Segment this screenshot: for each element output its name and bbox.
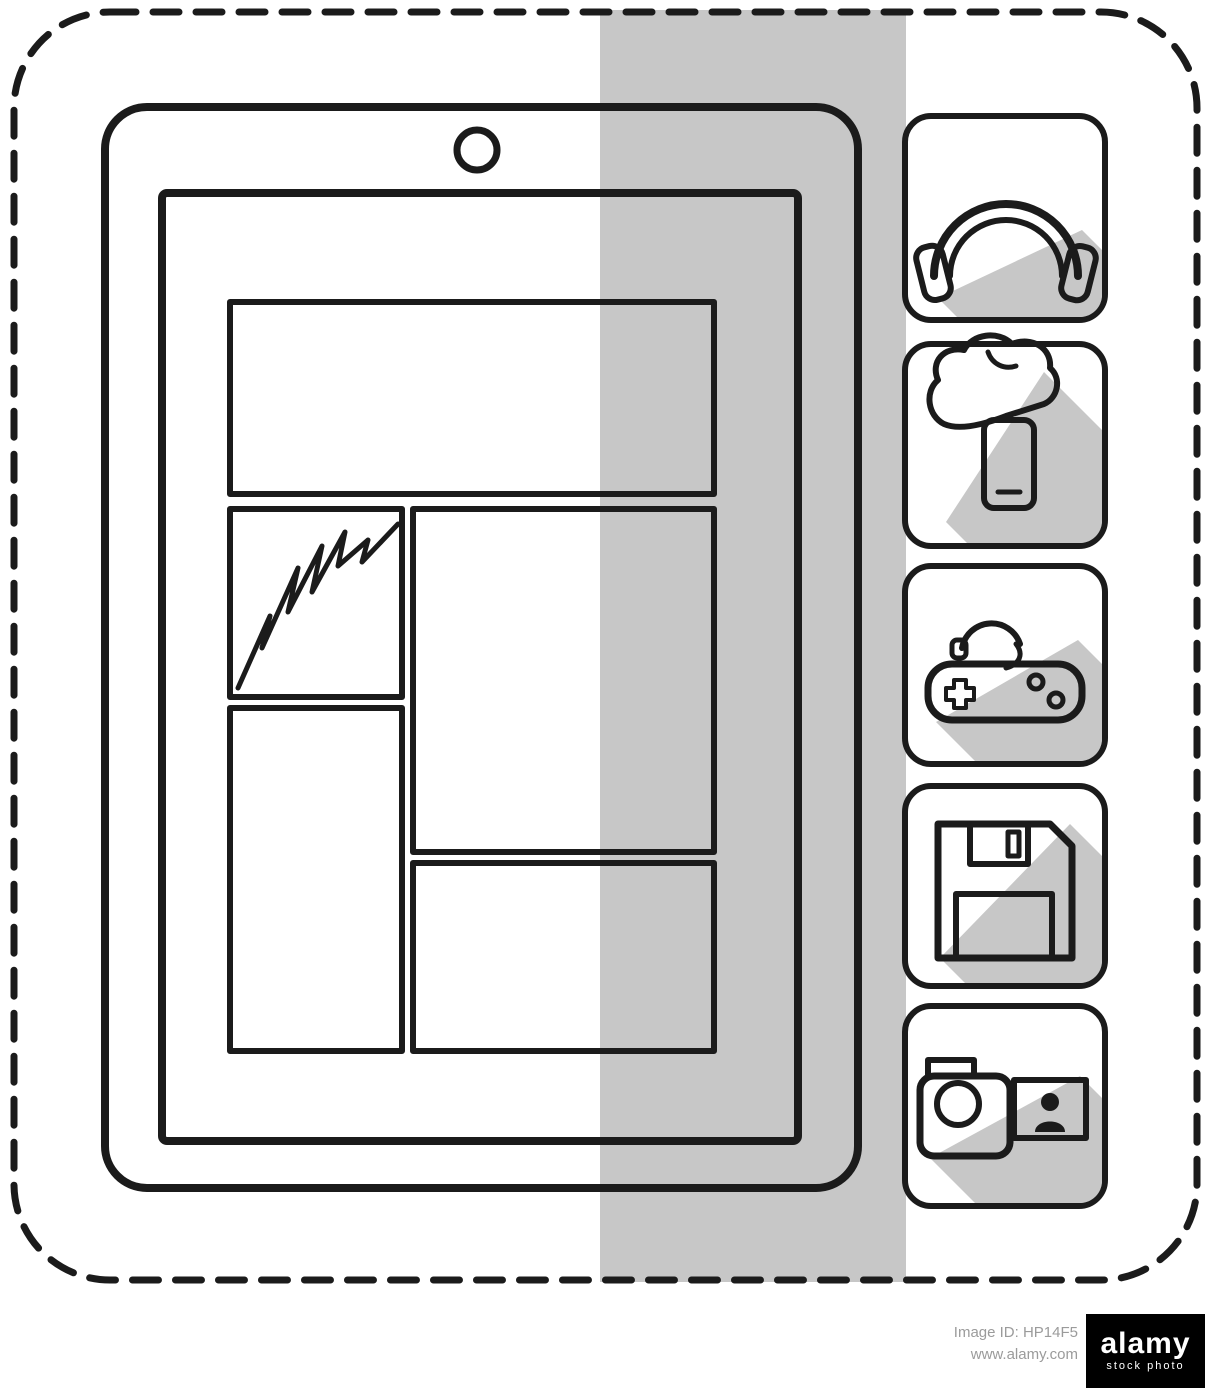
tablet-camera-dot: [453, 126, 501, 174]
zigzag-crack: [235, 521, 401, 691]
gamepad-with-headset-icon: [924, 620, 1086, 724]
alamy-url-text: www.alamy.com: [970, 1346, 1078, 1363]
wireframe-bottom-right-block: [410, 860, 717, 1054]
alamy-logo-tagline: stock photo: [1106, 1360, 1185, 1372]
floppy-disk-icon: [934, 820, 1076, 962]
wireframe-left-column-block: [227, 705, 405, 1054]
wireframe-header-banner-block: [227, 299, 717, 497]
wireframe-broken-image-block: [227, 506, 405, 700]
long-shadow: [936, 640, 1102, 761]
icon-square: [902, 563, 1108, 767]
icon-button-camera: [902, 1003, 1108, 1209]
long-shadow: [940, 824, 1102, 983]
tablet-body: [101, 103, 862, 1192]
icon-square: [902, 341, 1108, 549]
icon-button-gamepad: [902, 563, 1108, 767]
icon-square: [902, 1003, 1108, 1209]
long-shadow: [938, 230, 1102, 317]
tablet-screen: [158, 189, 802, 1145]
watermark-text-block: Image ID: HP14F5 www.alamy.com: [954, 1322, 1078, 1366]
wireframe-right-column-block: [410, 506, 717, 855]
icon-button-headphones: [902, 113, 1108, 323]
icon-button-floppy: [902, 783, 1108, 989]
alamy-logo-badge: alamy stock photo: [1086, 1314, 1205, 1388]
tablet: [101, 103, 862, 1192]
icon-square: [902, 113, 1108, 323]
sticker-illustration: [10, 8, 1201, 1284]
icon-square: [902, 783, 1108, 989]
image-id-text: Image ID: HP14F5: [953, 1324, 1078, 1341]
long-shadow: [930, 1076, 1102, 1203]
hand-with-smartphone-icon: [926, 332, 1061, 511]
sticker-dashed-outline: [10, 8, 1201, 1284]
icon-button-hand-smartphone: [902, 332, 1108, 549]
alamy-logo-text: alamy: [1100, 1327, 1191, 1360]
video-camera-with-photo-icon: [916, 1057, 1089, 1160]
headphones-icon: [913, 200, 1099, 304]
